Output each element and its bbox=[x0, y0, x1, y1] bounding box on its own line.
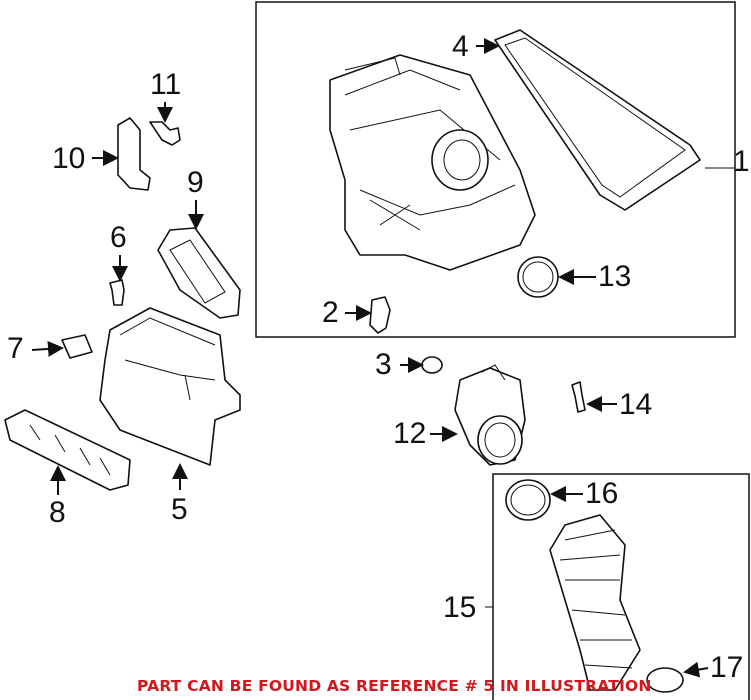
air-filter-element bbox=[494, 29, 701, 211]
callout-10: 10 bbox=[52, 142, 86, 175]
callout-1: 1 bbox=[733, 145, 750, 178]
callout-5: 5 bbox=[171, 493, 188, 526]
callout-16: 16 bbox=[585, 477, 619, 510]
callout-13: 13 bbox=[598, 260, 632, 293]
mass-air-flow-sensor bbox=[454, 364, 526, 466]
assembly-box-15 bbox=[492, 473, 750, 700]
reference-note: PART CAN BE FOUND AS REFERENCE # 5 IN IL… bbox=[137, 677, 652, 695]
callout-4: 4 bbox=[452, 30, 469, 63]
air-inlet-duct bbox=[99, 307, 241, 466]
callout-8: 8 bbox=[49, 496, 66, 529]
callout-9: 9 bbox=[187, 166, 204, 199]
air-cleaner-housing bbox=[329, 54, 536, 271]
assembly-box-1 bbox=[255, 1, 736, 338]
callout-17: 17 bbox=[710, 651, 744, 684]
air-inlet-scoop bbox=[157, 227, 241, 319]
intake-hose bbox=[549, 514, 641, 691]
callout-7: 7 bbox=[7, 332, 24, 365]
callout-2: 2 bbox=[322, 296, 339, 329]
callout-15: 15 bbox=[443, 591, 477, 624]
callout-6: 6 bbox=[110, 221, 127, 254]
callout-14: 14 bbox=[619, 388, 653, 421]
callout-11: 11 bbox=[150, 68, 182, 101]
callout-3: 3 bbox=[375, 348, 392, 381]
callout-12: 12 bbox=[393, 417, 427, 450]
air-guide-grille bbox=[4, 409, 131, 491]
